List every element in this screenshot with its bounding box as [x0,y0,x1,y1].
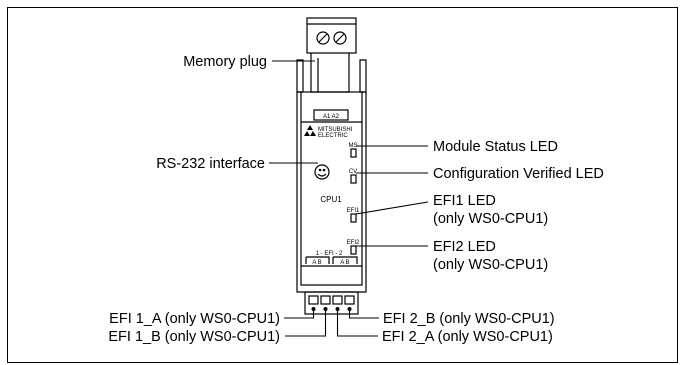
screw-icon [316,31,330,45]
efi2-led-note: (only WS0-CPU1) [433,257,548,273]
memory-plug-label: Memory plug [183,54,267,70]
efi-row-label: 1 - EFI - 2 [316,251,343,257]
bottom-terminal-block [304,291,359,315]
mitsubishi-logo-icon [304,125,316,136]
efi2-ab-label: A B [340,260,349,266]
efi1-led-label: EFI1 LED [433,193,496,209]
brand-line1: MITSUBISHI [318,127,353,133]
top-terminal-block [306,17,357,54]
cv-label: CV [349,169,357,175]
rs232-port-icon [314,164,330,180]
screw-icon [333,31,347,45]
cv-led [350,174,357,184]
efi2-led [350,245,357,255]
leader-lines [269,60,429,337]
ms-label: MS [349,143,358,149]
module-housing [300,91,363,286]
memory-plug-shape [310,53,350,93]
bottom-terminals [308,295,355,311]
efi1-led-note: (only WS0-CPU1) [433,211,548,227]
efi1-label: EFI1 [347,208,360,214]
terminal-label-top: A1 A2 [323,114,340,120]
efi2-led-label: EFI2 LED [433,239,496,255]
diagram-frame [7,7,678,363]
efi1-b-label: EFI 1_B (only WS0-CPU1) [108,329,280,345]
brand-line2: ELECTRIC [318,133,348,139]
module-status-led-label: Module Status LED [433,139,558,155]
efi2-a-label: EFI 2_A (only WS0-CPU1) [382,329,553,345]
efi2-label: EFI2 [347,240,360,246]
efi1-ab-label: A B [312,260,321,266]
config-verified-led-label: Configuration Verified LED [433,166,604,182]
cpu-module: A1 A2 MITSUBISHI ELECTRIC MS CV CPU1 EFI… [296,17,367,315]
efi2-b-label: EFI 2_B (only WS0-CPU1) [383,311,555,327]
model-label: CPU1 [320,195,342,204]
efi1-led [350,213,357,223]
ms-led [350,148,357,158]
rs232-label: RS-232 interface [156,156,265,172]
efi1-a-label: EFI 1_A (only WS0-CPU1) [109,311,280,327]
